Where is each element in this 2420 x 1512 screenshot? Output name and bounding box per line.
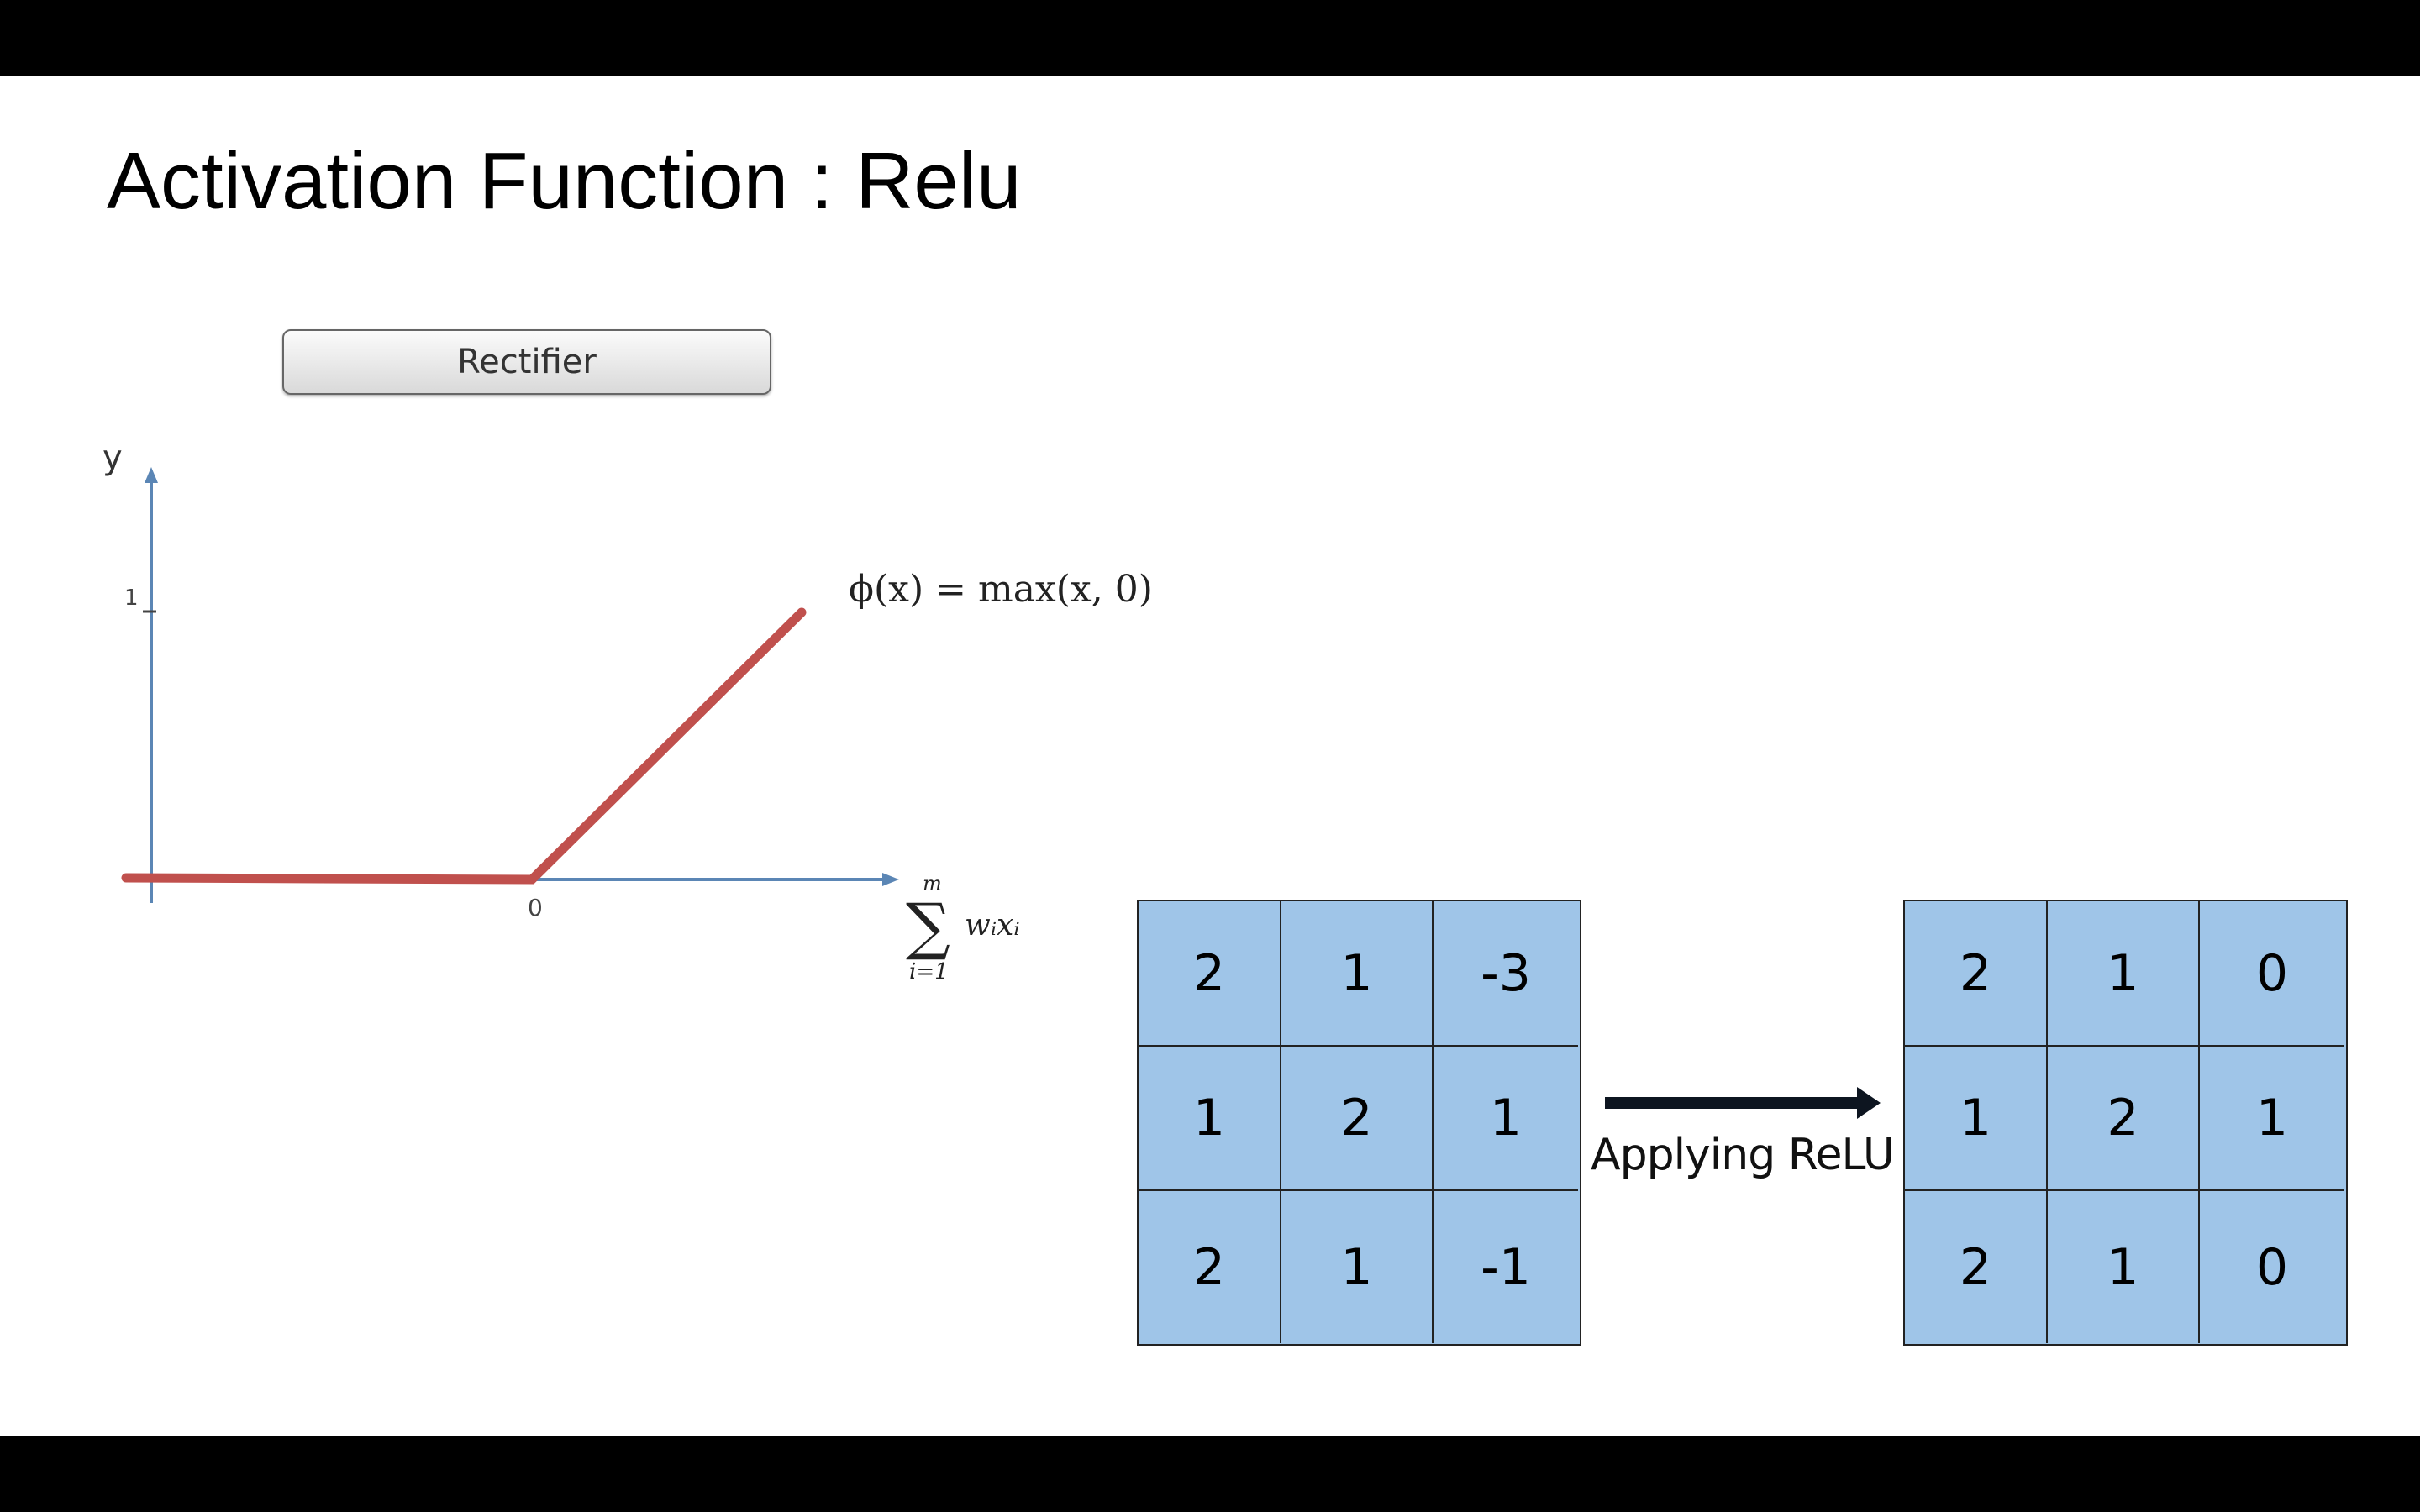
output-cell: 0 bbox=[2255, 1237, 2289, 1297]
output-cell: 2 bbox=[1905, 901, 2048, 1047]
output-matrix: 2 1 0 1 2 1 2 1 0 bbox=[1903, 900, 2348, 1346]
arrow-label: Applying ReLU bbox=[1591, 1130, 1895, 1180]
output-cell: 2 bbox=[1905, 1191, 2048, 1343]
input-cell: 2 bbox=[1139, 901, 1281, 1047]
output-cell: 1 bbox=[2048, 1191, 2200, 1343]
output-cell: 2 bbox=[2048, 1047, 2200, 1191]
input-cell: 1 bbox=[1281, 1191, 1434, 1343]
sum-symbol: ∑ bbox=[906, 890, 950, 963]
sum-lower-limit: i=1 bbox=[909, 959, 949, 984]
x-tick-label: 0 bbox=[528, 894, 543, 921]
slide-title: Activation Function : Relu bbox=[107, 136, 1022, 226]
input-cell: 1 bbox=[1281, 901, 1434, 1047]
output-cell: 1 bbox=[2048, 901, 2200, 1047]
input-matrix: 2 1 -3 1 2 1 2 1 -1 bbox=[1137, 900, 1581, 1346]
rectifier-label-button: Rectifier bbox=[282, 329, 771, 395]
input-cell: 1 bbox=[1434, 1047, 1578, 1191]
relu-formula: ϕ(x) = max(x, 0) bbox=[849, 568, 1153, 611]
input-cell: 1 bbox=[1139, 1047, 1281, 1191]
sum-term: wᵢxᵢ bbox=[965, 908, 1020, 942]
input-cell: -1 bbox=[1481, 1237, 1531, 1297]
input-cell: -3 bbox=[1434, 901, 1578, 1047]
y-tick-label: 1 bbox=[124, 585, 139, 611]
output-cell: 1 bbox=[2200, 1047, 2344, 1191]
output-cell: 1 bbox=[1905, 1047, 2048, 1191]
y-axis-label: y bbox=[103, 438, 123, 477]
right-arrow-icon bbox=[1605, 1087, 1881, 1119]
output-cell: 0 bbox=[2200, 901, 2344, 1047]
x-axis-arrowhead bbox=[882, 873, 899, 886]
input-cell: 2 bbox=[1281, 1047, 1434, 1191]
sum-upper-limit: m bbox=[923, 872, 942, 895]
relu-curve bbox=[121, 607, 807, 885]
y-axis-arrowhead bbox=[145, 467, 158, 483]
input-cell: 2 bbox=[1139, 1191, 1281, 1343]
